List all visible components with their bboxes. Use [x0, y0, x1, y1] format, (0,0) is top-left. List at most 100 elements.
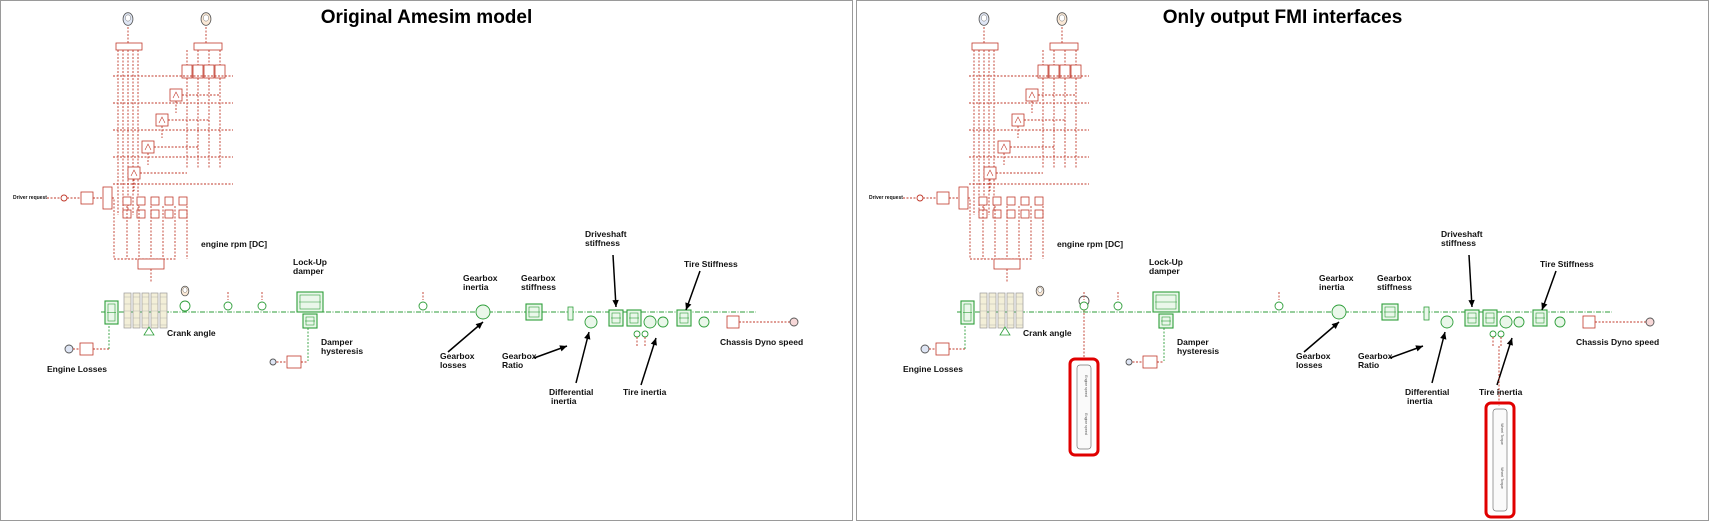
- gearbox-losses-label: Gearbox: [1296, 351, 1331, 361]
- damper-hysteresis-label: hysteresis: [1177, 346, 1219, 356]
- driveshaft-arrow-head: [612, 299, 619, 307]
- damper-hysteresis-label: Damper: [321, 337, 353, 347]
- engine-torque-block: [137, 258, 165, 270]
- switch-block: [127, 166, 141, 180]
- switch-icon: [1028, 91, 1036, 99]
- driveshaft-coupling-block-inner: [629, 312, 639, 324]
- tire-inertia-sensor: [1497, 330, 1505, 338]
- logic-block: [992, 209, 1002, 219]
- engine-cylinder-block: [123, 292, 132, 329]
- switch-icon: [130, 169, 138, 177]
- tire-inertia-sensor: [1489, 330, 1497, 338]
- gearbox-losses-arrow: [1303, 321, 1340, 353]
- gearbox-stiffness-label: stiffness: [1377, 282, 1412, 292]
- driver-request-block: [80, 191, 94, 205]
- engine-cylinder-block: [1006, 292, 1015, 329]
- hysteresis-sensor: [1125, 358, 1133, 366]
- gearbox-stiffness-block-inner: [528, 306, 540, 318]
- fmi-engine-speed-label: Engine speed: [1084, 375, 1088, 396]
- chassis-dyno-label: Chassis Dyno speed: [1576, 337, 1659, 347]
- engine-losses-block: [79, 342, 94, 356]
- logic-block: [992, 196, 1002, 206]
- crank-pivot-icon: [999, 326, 1011, 336]
- driveshaft-coupling-block-inner: [1485, 312, 1495, 324]
- logic-block: [178, 196, 188, 206]
- fmi-wheel-torque-label: Wheel Torque: [1500, 423, 1504, 445]
- speed-sensor: [1079, 301, 1089, 311]
- logic-block: [1034, 196, 1044, 206]
- gearbox-losses-arrow-head: [475, 322, 483, 329]
- tire-stiffness-block-inner: [679, 312, 689, 324]
- engine-source-icon-inner: [1059, 14, 1065, 22]
- switch-icon: [172, 91, 180, 99]
- gearbox-inertia-label: Gearbox: [463, 273, 498, 283]
- chassis-dyno-label: Chassis Dyno speed: [720, 337, 803, 347]
- driveshaft-stiffness-block-inner: [611, 312, 621, 324]
- driveshaft-label: stiffness: [1441, 238, 1476, 248]
- gearbox-ratio-label: Ratio: [502, 360, 523, 370]
- selector-block: [115, 42, 143, 51]
- speed-sensor: [223, 301, 233, 311]
- gearbox-losses-label: losses: [1296, 360, 1323, 370]
- tire-inertia-arrow-head: [650, 338, 657, 346]
- chassis-dyno-sensor: [789, 317, 799, 327]
- gearbox-ratio-label: Ratio: [1358, 360, 1379, 370]
- tire-inertia-sensor: [641, 330, 649, 338]
- lockup-label: damper: [293, 266, 324, 276]
- engine-cylinder-block: [132, 292, 141, 329]
- differential-inertia-label: inertia: [1407, 396, 1433, 406]
- logic-block: [164, 209, 174, 219]
- driver-request-block: [936, 191, 950, 205]
- wheel-hub-block: [657, 316, 669, 328]
- engine-cylinder-block: [141, 292, 150, 329]
- switch-block: [141, 140, 155, 154]
- selector-block: [971, 42, 999, 51]
- switch-block: [983, 166, 997, 180]
- driveshaft-label: stiffness: [585, 238, 620, 248]
- driveshaft-label: Driveshaft: [585, 229, 627, 239]
- switch-icon: [986, 169, 994, 177]
- speed-sensor: [257, 301, 267, 311]
- gearbox-inertia-block: [475, 304, 491, 320]
- engine-flywheel-block-inner: [107, 303, 116, 322]
- rpm-source-icon-inner: [1037, 287, 1043, 293]
- driver-request-label: Driver request: [13, 195, 47, 201]
- tire-block: [1554, 316, 1566, 328]
- logic-block: [1034, 209, 1044, 219]
- differential-inertia-label: Differential: [549, 387, 593, 397]
- engine-losses-sensor: [920, 344, 930, 354]
- gearbox-ratio-block: [1423, 306, 1430, 321]
- logic-block: [150, 209, 160, 219]
- engine-rpm-label: engine rpm [DC]: [201, 239, 267, 249]
- lockup-damper-block-inner: [1155, 294, 1177, 310]
- driver-request-sensor: [916, 194, 924, 202]
- signal-line: [112, 197, 176, 260]
- gearbox-losses-label: Gearbox: [440, 351, 475, 361]
- engine-rpm-label: engine rpm [DC]: [1057, 239, 1123, 249]
- panel-title: Original Amesim model: [320, 7, 533, 28]
- driver-request-sensor: [60, 194, 68, 202]
- tire-inertia-arrow-head: [1506, 338, 1513, 346]
- driver-request-label: Driver request: [869, 195, 903, 201]
- engine-source-icon-inner: [203, 14, 209, 22]
- fmi-wheel-torque-block: [1492, 408, 1508, 512]
- tire-stiffness-arrow-head: [1541, 302, 1548, 310]
- logic-block: [1006, 196, 1016, 206]
- driver-source-icon-inner: [981, 14, 987, 22]
- switch-icon: [1000, 143, 1008, 151]
- damper-hysteresis-label: hysteresis: [321, 346, 363, 356]
- differential-inertia-arrow-head: [1440, 332, 1447, 340]
- fmi-output-panel: Only output FMI interfaces Driver reques…: [856, 0, 1709, 521]
- gearbox-sensor: [418, 301, 428, 311]
- switch-block: [997, 140, 1011, 154]
- tire-inertia-arrow: [640, 337, 657, 386]
- tire-inertia-arrow: [1496, 337, 1513, 386]
- engine-cylinder-block: [988, 292, 997, 329]
- tire-inertia-label: Tire inertia: [1479, 387, 1523, 397]
- fmi-wheel-torque-label: Wheel Torque: [1500, 467, 1504, 489]
- tire-stiffness-arrow-head: [685, 302, 692, 310]
- tire-inertia-label: Tire inertia: [623, 387, 667, 397]
- lockup-label: Lock-Up: [1149, 257, 1183, 267]
- wheel-inertia-block: [1499, 315, 1513, 329]
